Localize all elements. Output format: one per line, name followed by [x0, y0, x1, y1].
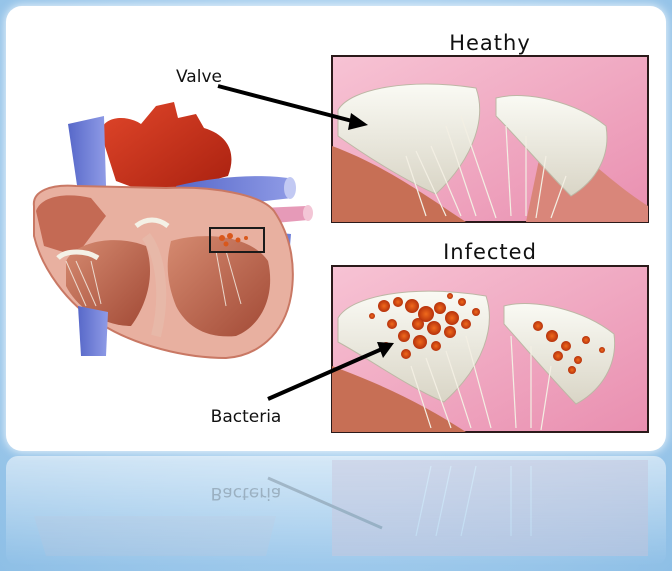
infected-title: Infected	[443, 240, 537, 264]
vena-cava-superior	[68, 116, 106, 192]
bacteria-label: Bacteria	[211, 407, 282, 427]
healthy-title: Heathy	[449, 31, 531, 55]
vena-cava-inferior	[78, 306, 108, 356]
diagram-card: Valve Bacteria Heathy Infected	[6, 6, 666, 451]
valve-label: Valve	[176, 67, 222, 87]
heart-illustration	[34, 102, 313, 358]
bacteria-label-reflection: Bacteria	[211, 483, 282, 503]
reflection-svg: Bacteria	[6, 456, 666, 566]
healthy-panel	[332, 56, 648, 222]
diagram-svg: Valve Bacteria Heathy Infected	[6, 6, 666, 451]
reflection: Bacteria	[6, 456, 666, 566]
